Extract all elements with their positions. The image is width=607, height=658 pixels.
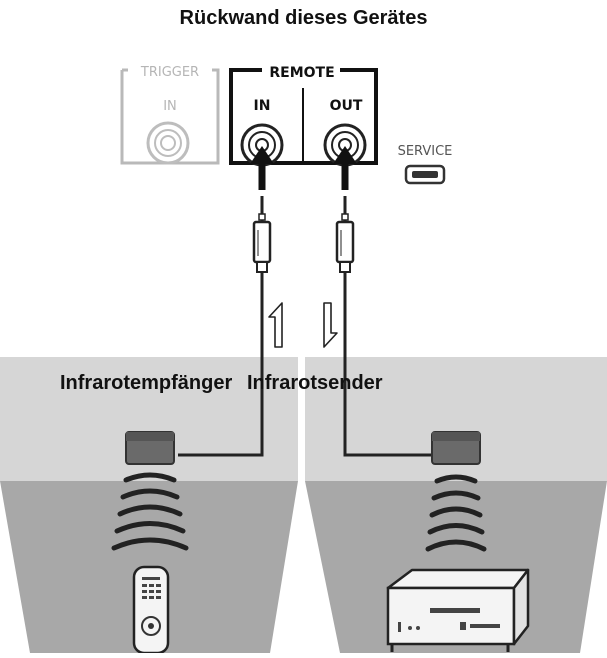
- receiver-label: Infrarotempfänger: [60, 372, 233, 394]
- remote-control-icon: [132, 565, 170, 655]
- remote-label: REMOTE: [269, 65, 334, 81]
- insert-arrow-in: [250, 146, 274, 190]
- service-label: SERVICE: [398, 144, 453, 159]
- insert-arrow-out: [333, 146, 357, 190]
- audio-component-icon: [386, 568, 530, 652]
- trigger-in-label: IN: [163, 99, 177, 114]
- page-title: Rückwand dieses Gerätes: [179, 7, 428, 29]
- cable-in: [178, 272, 264, 457]
- signal-up-arrow: [268, 302, 283, 348]
- plug-in: [252, 196, 272, 273]
- transmitter-label: Infrarotsender: [247, 372, 383, 394]
- ir-waves-receiver: [111, 472, 189, 551]
- cable-out: [343, 272, 432, 457]
- remote-in-label: IN: [254, 98, 271, 114]
- service-port: SERVICE: [398, 144, 453, 185]
- plug-out: [335, 196, 355, 273]
- right-floor: [305, 481, 607, 653]
- ir-transmitter: [431, 431, 481, 465]
- trigger-in-jack: [146, 121, 190, 165]
- trigger-group: TRIGGER IN: [120, 65, 220, 165]
- ir-waves-transmitter: [425, 474, 487, 552]
- trigger-label: TRIGGER: [140, 65, 199, 80]
- remote-group: REMOTE IN OUT: [229, 65, 378, 167]
- signal-down-arrow: [323, 302, 338, 348]
- ir-receiver: [125, 431, 175, 465]
- remote-out-label: OUT: [330, 98, 363, 114]
